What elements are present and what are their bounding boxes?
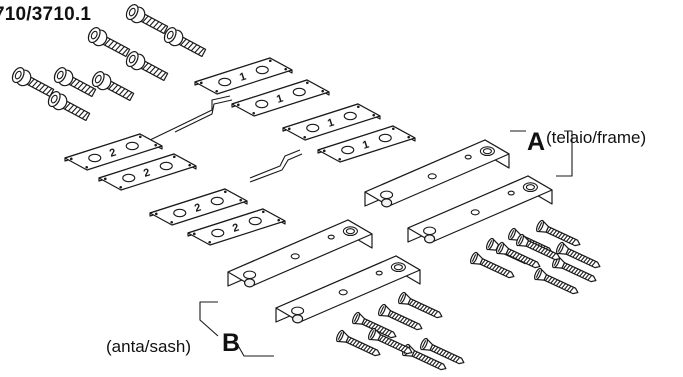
cap-screw xyxy=(125,4,169,35)
shim-mark: 1 xyxy=(361,139,371,152)
shim-plate: 2 xyxy=(64,133,163,171)
cap-screws-group xyxy=(11,4,207,122)
cap-screw xyxy=(163,27,207,58)
countersunk-screw xyxy=(535,219,581,247)
shim-plate: 1 xyxy=(317,125,416,163)
cap-screw xyxy=(87,27,131,58)
cap-screw xyxy=(125,51,169,82)
group-b-letter: B xyxy=(222,329,241,357)
group-a-caption: (telaio/frame) xyxy=(546,128,647,147)
countersunk-screw xyxy=(377,303,423,331)
cap-screw xyxy=(11,67,55,98)
shim-plate: 1 xyxy=(231,79,330,117)
countersunk-screw xyxy=(367,327,413,355)
countersunk-screw xyxy=(515,233,561,261)
cap-screw xyxy=(47,91,91,122)
group-b-caption: (anta/sash) xyxy=(106,337,192,356)
bracket-b xyxy=(199,301,274,357)
shim-mark: 1 xyxy=(326,117,336,130)
countersunk-screw xyxy=(533,267,579,295)
shim-plate: 2 xyxy=(149,188,248,226)
bracket-a xyxy=(510,130,573,177)
shim-mark: 2 xyxy=(231,222,241,235)
shim-mark: 2 xyxy=(142,167,152,180)
countersunk-screw xyxy=(551,255,597,283)
countersunk-screws-group xyxy=(335,219,601,371)
hinge-plate xyxy=(364,139,510,208)
hinge-plate xyxy=(407,175,553,244)
countersunk-screw xyxy=(469,251,515,279)
cap-screw xyxy=(53,67,97,98)
shim-plates-group: 1 1 2 2 1 1 2 2 xyxy=(64,57,416,246)
shim-mark: 2 xyxy=(108,147,118,160)
countersunk-screw xyxy=(335,329,381,357)
hinge-plate xyxy=(275,255,421,324)
cap-screw xyxy=(91,71,135,102)
product-code-label: 710/3710.1 xyxy=(0,4,92,25)
hinge-plates-group xyxy=(227,139,553,324)
countersunk-screw xyxy=(351,311,397,339)
countersunk-screw xyxy=(555,241,601,269)
group-brackets xyxy=(199,130,573,357)
shim-plate: 2 xyxy=(98,153,197,191)
shim-mark: 1 xyxy=(238,71,248,84)
shim-plate: 1 xyxy=(282,103,381,141)
countersunk-screw xyxy=(419,337,465,365)
shim-plate: 1 xyxy=(194,57,293,95)
countersunk-screw xyxy=(495,241,541,269)
runner-bottom xyxy=(249,149,303,183)
shim-plate: 2 xyxy=(187,208,286,246)
group-a-letter: A xyxy=(527,128,546,156)
hinge-plate xyxy=(227,219,373,288)
countersunk-screw xyxy=(397,291,443,319)
shim-mark: 1 xyxy=(275,93,285,106)
runner-top xyxy=(149,95,233,141)
shim-mark: 2 xyxy=(193,202,203,215)
